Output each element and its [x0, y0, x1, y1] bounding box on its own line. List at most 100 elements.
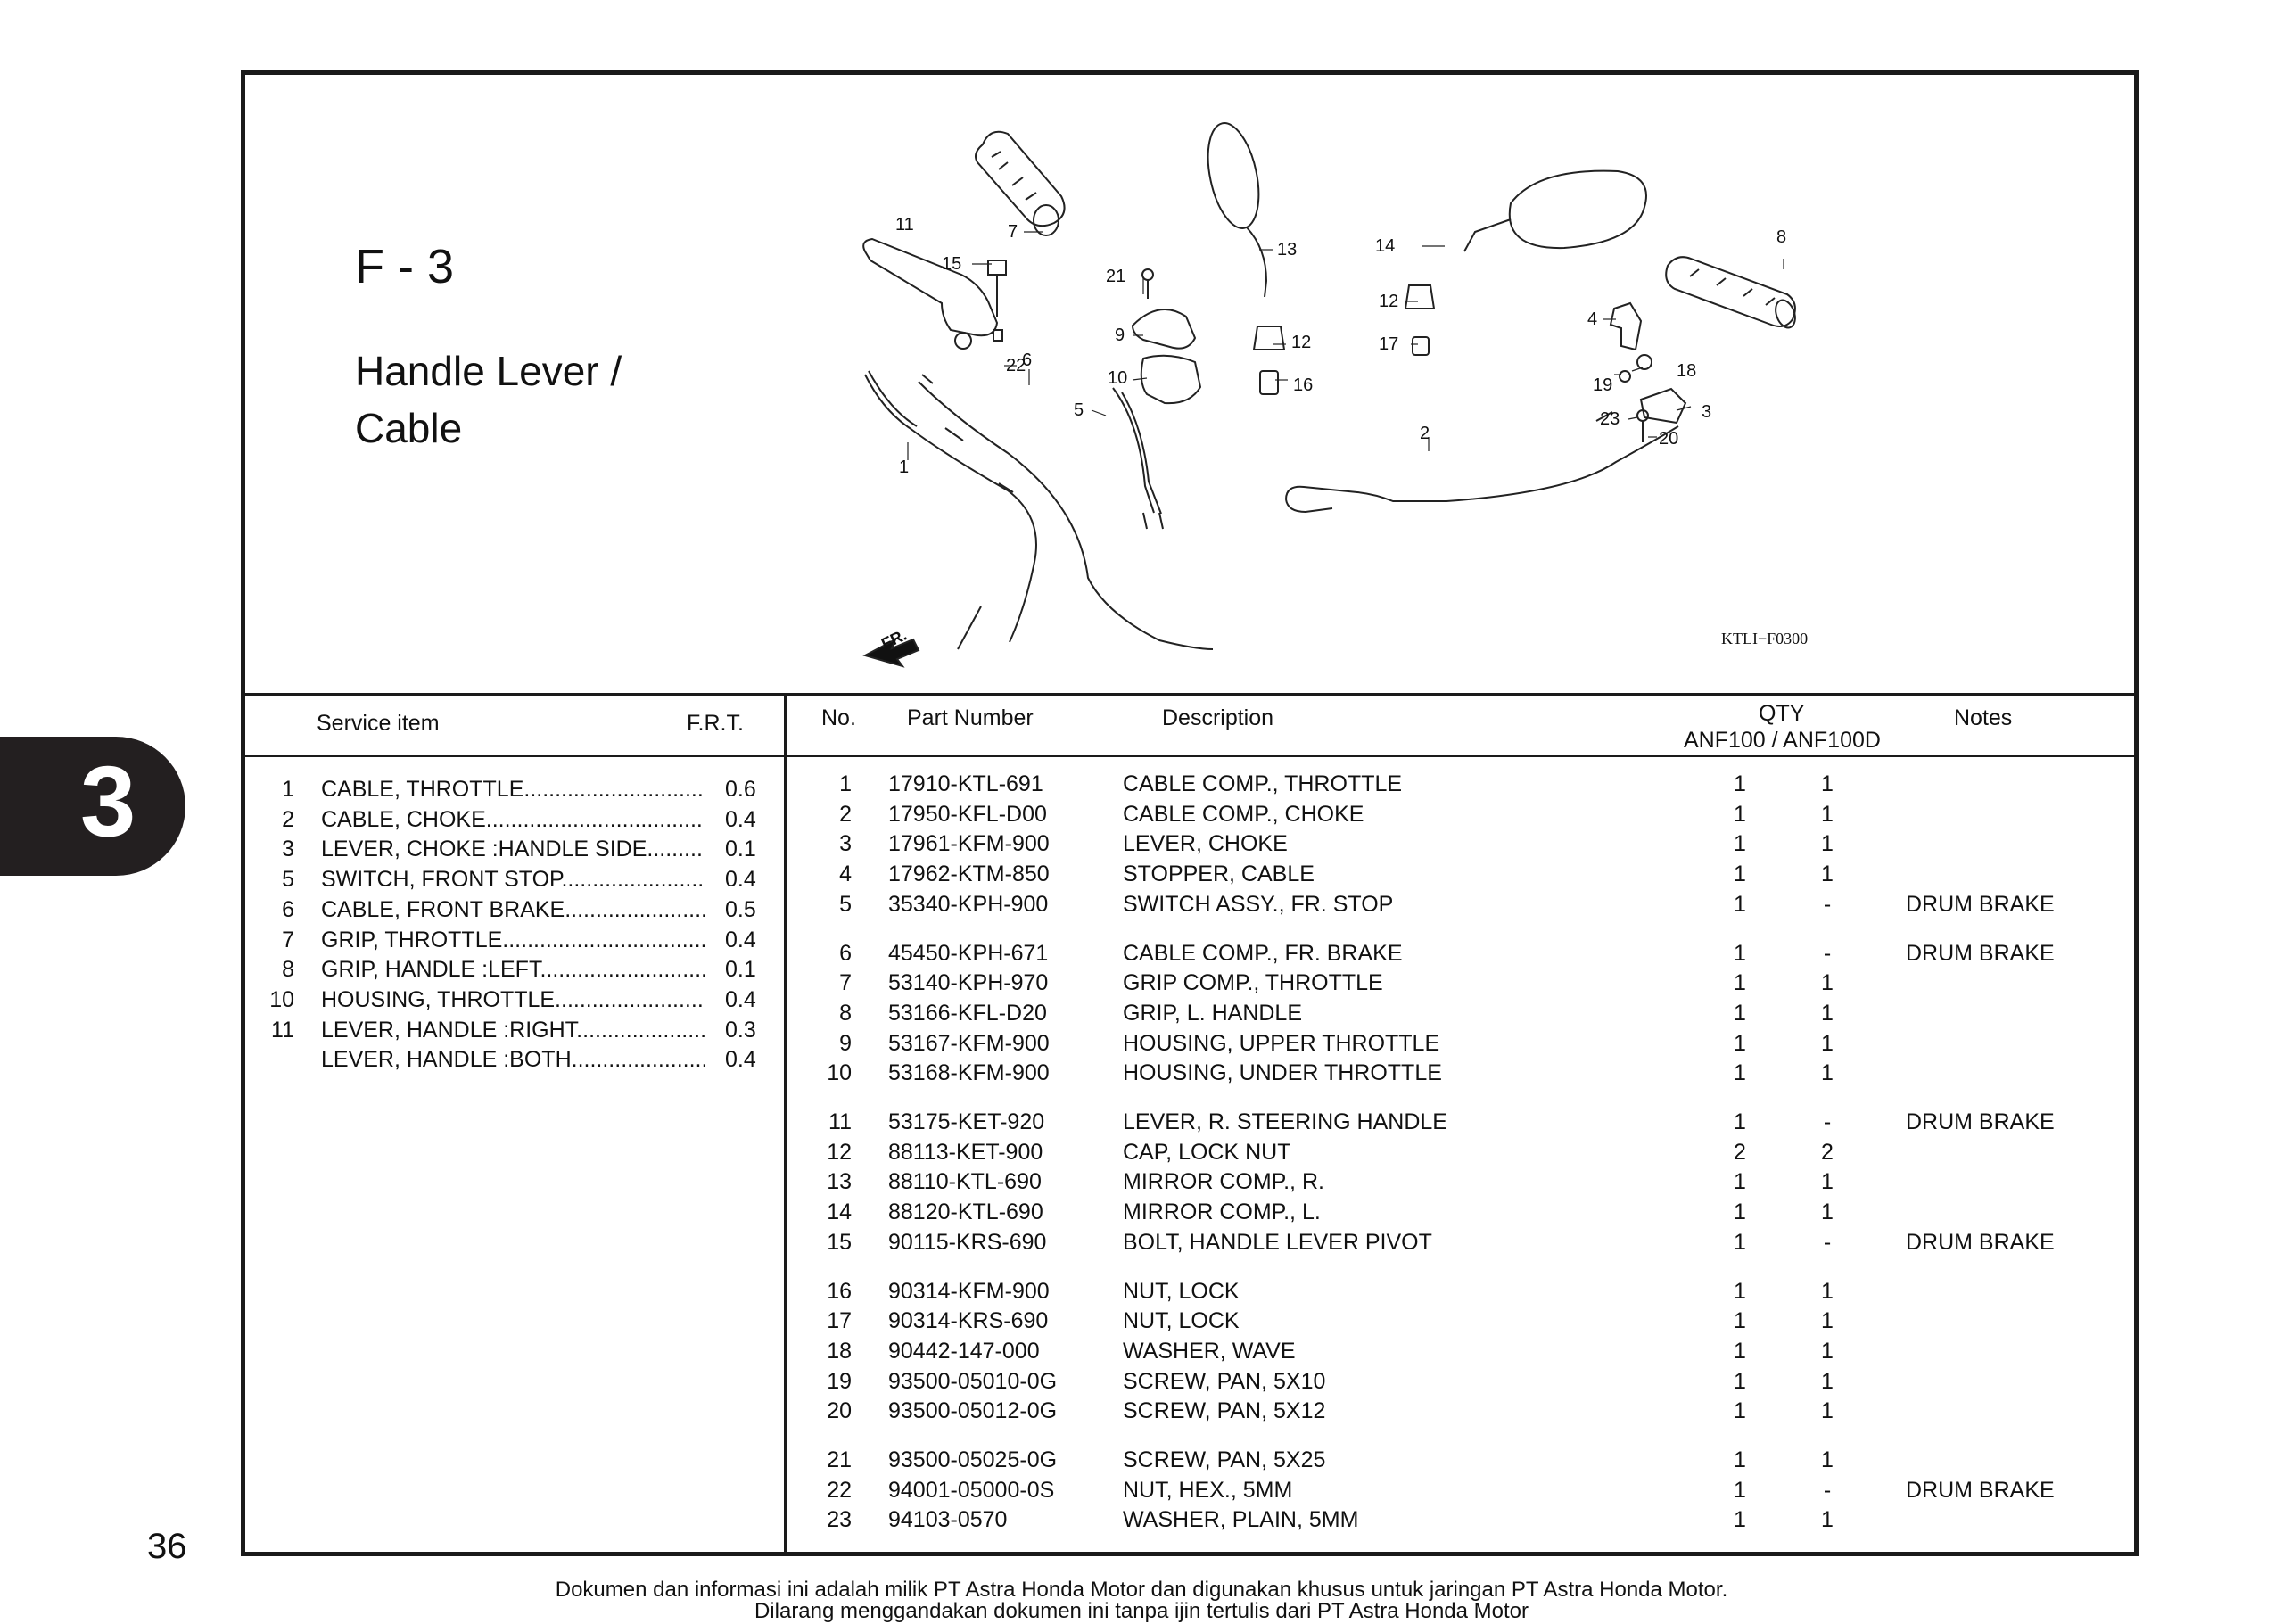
parts-row-description: SWITCH ASSY., FR. STOP — [1123, 891, 1394, 917]
callout-11: 11 — [895, 215, 914, 235]
parts-row-number: 21 — [827, 1447, 852, 1472]
parts-row-qty-anf100: 1 — [1734, 1169, 1746, 1195]
parts-row-part-number: 17962-KTM-850 — [888, 861, 1050, 887]
parts-row-description: SCREW, PAN, 5X12 — [1123, 1398, 1326, 1424]
right-mirror-part — [1207, 122, 1268, 298]
parts-row-qty-anf100d: 1 — [1821, 1278, 1834, 1304]
parts-row-qty-anf100: 1 — [1734, 1229, 1746, 1255]
parts-row-qty-anf100d: 1 — [1821, 861, 1834, 887]
parts-row-qty-anf100d: 2 — [1821, 1139, 1834, 1165]
parts-row-part-number: 53167-KFM-900 — [888, 1030, 1050, 1056]
service-row-frt: 0.6 — [725, 777, 756, 802]
parts-row-part-number: 90442-147-000 — [888, 1338, 1040, 1364]
parts-row-qty-anf100: 1 — [1734, 861, 1746, 887]
callout-2: 2 — [1420, 424, 1430, 443]
front-direction-arrow — [862, 637, 920, 668]
parts-row-part-number: 90314-KRS-690 — [888, 1308, 1049, 1334]
parts-row-number: 4 — [839, 861, 852, 887]
callout-18: 18 — [1677, 361, 1696, 381]
parts-row-qty-anf100d: 1 — [1821, 1030, 1834, 1056]
parts-row-number: 5 — [839, 891, 852, 917]
parts-row-qty-anf100: 1 — [1734, 1030, 1746, 1056]
parts-row-part-number: 88110-KTL-690 — [888, 1169, 1042, 1195]
service-row-item: CABLE, FRONT BRAKE......................… — [321, 896, 705, 922]
callout-5: 5 — [1074, 400, 1084, 420]
section-code: F - 3 — [355, 240, 455, 293]
parts-row-number: 18 — [827, 1338, 852, 1364]
parts-row-description: NUT, HEX., 5MM — [1123, 1477, 1293, 1503]
parts-row-number: 1 — [839, 771, 852, 796]
parts-row-qty-anf100d: - — [1823, 1109, 1832, 1134]
parts-row-number: 3 — [839, 831, 852, 857]
parts-row-number: 7 — [839, 970, 852, 996]
parts-header-qty-models: ANF100 / ANF100D — [1684, 728, 1881, 753]
left-lock-nut-part — [1404, 284, 1436, 356]
parts-row-qty-anf100d: 1 — [1821, 1308, 1834, 1334]
parts-row-qty-anf100: 1 — [1734, 1199, 1746, 1225]
page-number: 36 — [147, 1527, 187, 1566]
parts-row-part-number: 90115-KRS-690 — [888, 1229, 1047, 1255]
parts-row-qty-anf100: 1 — [1734, 1109, 1746, 1134]
lock-nut-cap-part — [1252, 326, 1286, 395]
service-row-item: CABLE, CHOKE............................… — [321, 806, 705, 832]
parts-row-qty-anf100d: 1 — [1821, 1169, 1834, 1195]
service-row-frt: 0.5 — [725, 896, 756, 922]
diagram-divider — [241, 693, 2139, 696]
callout-19: 19 — [1593, 375, 1612, 395]
front-stop-switch-part — [1112, 387, 1164, 530]
parts-row-description: NUT, LOCK — [1123, 1308, 1240, 1334]
screw-21-part — [1142, 268, 1154, 299]
parts-row-part-number: 93500-05025-0G — [888, 1447, 1058, 1472]
footer-line1: Dokumen dan informasi ini adalah milik P… — [555, 1578, 1728, 1602]
diagram-callouts — [907, 231, 1784, 460]
section-title: Handle Lever / Cable — [355, 342, 622, 457]
callout-14: 14 — [1375, 236, 1395, 256]
catalog-frame — [241, 70, 2139, 1556]
parts-header-notes: Notes — [1954, 705, 2013, 730]
parts-row-description: CAP, LOCK NUT — [1123, 1139, 1291, 1165]
parts-row-part-number: 17961-KFM-900 — [888, 831, 1050, 857]
parts-row-qty-anf100d: 1 — [1821, 831, 1834, 857]
parts-row-qty-anf100: 2 — [1734, 1139, 1746, 1165]
parts-row-description: CABLE COMP., THROTTLE — [1123, 771, 1403, 796]
parts-row-number: 2 — [839, 801, 852, 827]
parts-row-qty-anf100: 1 — [1734, 940, 1746, 966]
callout-10: 10 — [1108, 368, 1127, 388]
service-row-number: 2 — [282, 806, 294, 832]
parts-row-qty-anf100: 1 — [1734, 970, 1746, 996]
parts-row-notes: DRUM BRAKE — [1906, 891, 2055, 917]
parts-header-qty: QTY — [1759, 701, 1805, 726]
callout-15: 15 — [942, 254, 961, 274]
parts-row-part-number: 17950-KFL-D00 — [888, 801, 1047, 827]
service-row-number: 8 — [282, 957, 294, 983]
service-row-number: 10 — [269, 986, 294, 1012]
callout-8: 8 — [1776, 227, 1786, 247]
parts-row-description: GRIP, L. HANDLE — [1123, 1000, 1303, 1026]
parts-row-part-number: 88113-KET-900 — [888, 1139, 1043, 1165]
exploded-parts-diagram: 1 2 3 4 5 6 7 8 9 10 11 12 12 13 14 15 1… — [862, 122, 1808, 668]
parts-row-description: STOPPER, CABLE — [1123, 861, 1315, 887]
service-row-number: 1 — [282, 777, 294, 802]
chapter-tab: 3 — [0, 737, 185, 876]
parts-row-description: WASHER, PLAIN, 5MM — [1123, 1507, 1359, 1533]
parts-row-number: 17 — [827, 1308, 852, 1334]
parts-row-number: 9 — [839, 1030, 852, 1056]
parts-row-part-number: 93500-05012-0G — [888, 1398, 1058, 1424]
callout-22: 22 — [1006, 356, 1026, 375]
parts-row-description: NUT, LOCK — [1123, 1278, 1240, 1304]
parts-row-description: MIRROR COMP., R. — [1123, 1169, 1324, 1195]
parts-row-part-number: 94103-0570 — [888, 1507, 1008, 1533]
service-row-item: LEVER, HANDLE :BOTH.....................… — [321, 1047, 705, 1073]
parts-row-description: SCREW, PAN, 5X10 — [1123, 1368, 1326, 1394]
parts-row-qty-anf100d: 1 — [1821, 1368, 1834, 1394]
parts-row-number: 15 — [827, 1229, 852, 1255]
throttle-cable-part — [864, 370, 1037, 650]
callout-23: 23 — [1600, 409, 1620, 429]
parts-row-number: 19 — [827, 1368, 852, 1394]
callout-9: 9 — [1115, 326, 1125, 345]
parts-row-qty-anf100: 1 — [1734, 771, 1746, 796]
brake-lever-part — [862, 237, 999, 350]
parts-row-description: LEVER, R. STEERING HANDLE — [1123, 1109, 1447, 1134]
parts-row-qty-anf100d: - — [1823, 891, 1832, 917]
service-row-item: GRIP, HANDLE :LEFT......................… — [321, 957, 705, 983]
